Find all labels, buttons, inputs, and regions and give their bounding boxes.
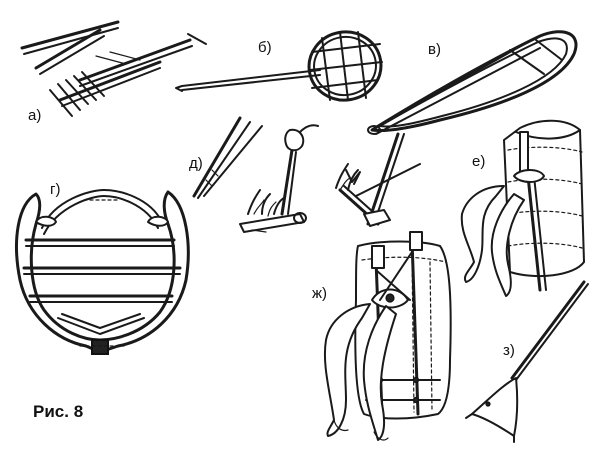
figure-d-fire-frame: [335, 132, 421, 227]
figure-g-bentwood-frame: [15, 189, 190, 355]
label-g: г): [50, 181, 60, 198]
label-d: д): [189, 155, 203, 172]
figure-caption: Рис. 8: [33, 402, 83, 421]
figure-a-folding-frame: [20, 20, 207, 117]
label-z: з): [503, 342, 515, 359]
figure-d-forked-stick: [192, 116, 263, 199]
label-v: в): [428, 41, 441, 58]
figure-b-oval-frame: [175, 30, 383, 102]
figure-e-pack-bundle: [460, 119, 585, 297]
label-e: е): [472, 153, 485, 170]
label-b: б): [258, 39, 272, 56]
figure-v-teardrop-frame: [367, 30, 578, 135]
label-a: а): [28, 107, 41, 124]
figure-zh-pack-frame: [323, 231, 452, 441]
figure-d-fire-bending: [239, 124, 319, 233]
label-zh: ж): [312, 285, 327, 302]
figure-z-stick-flag: [465, 280, 589, 443]
